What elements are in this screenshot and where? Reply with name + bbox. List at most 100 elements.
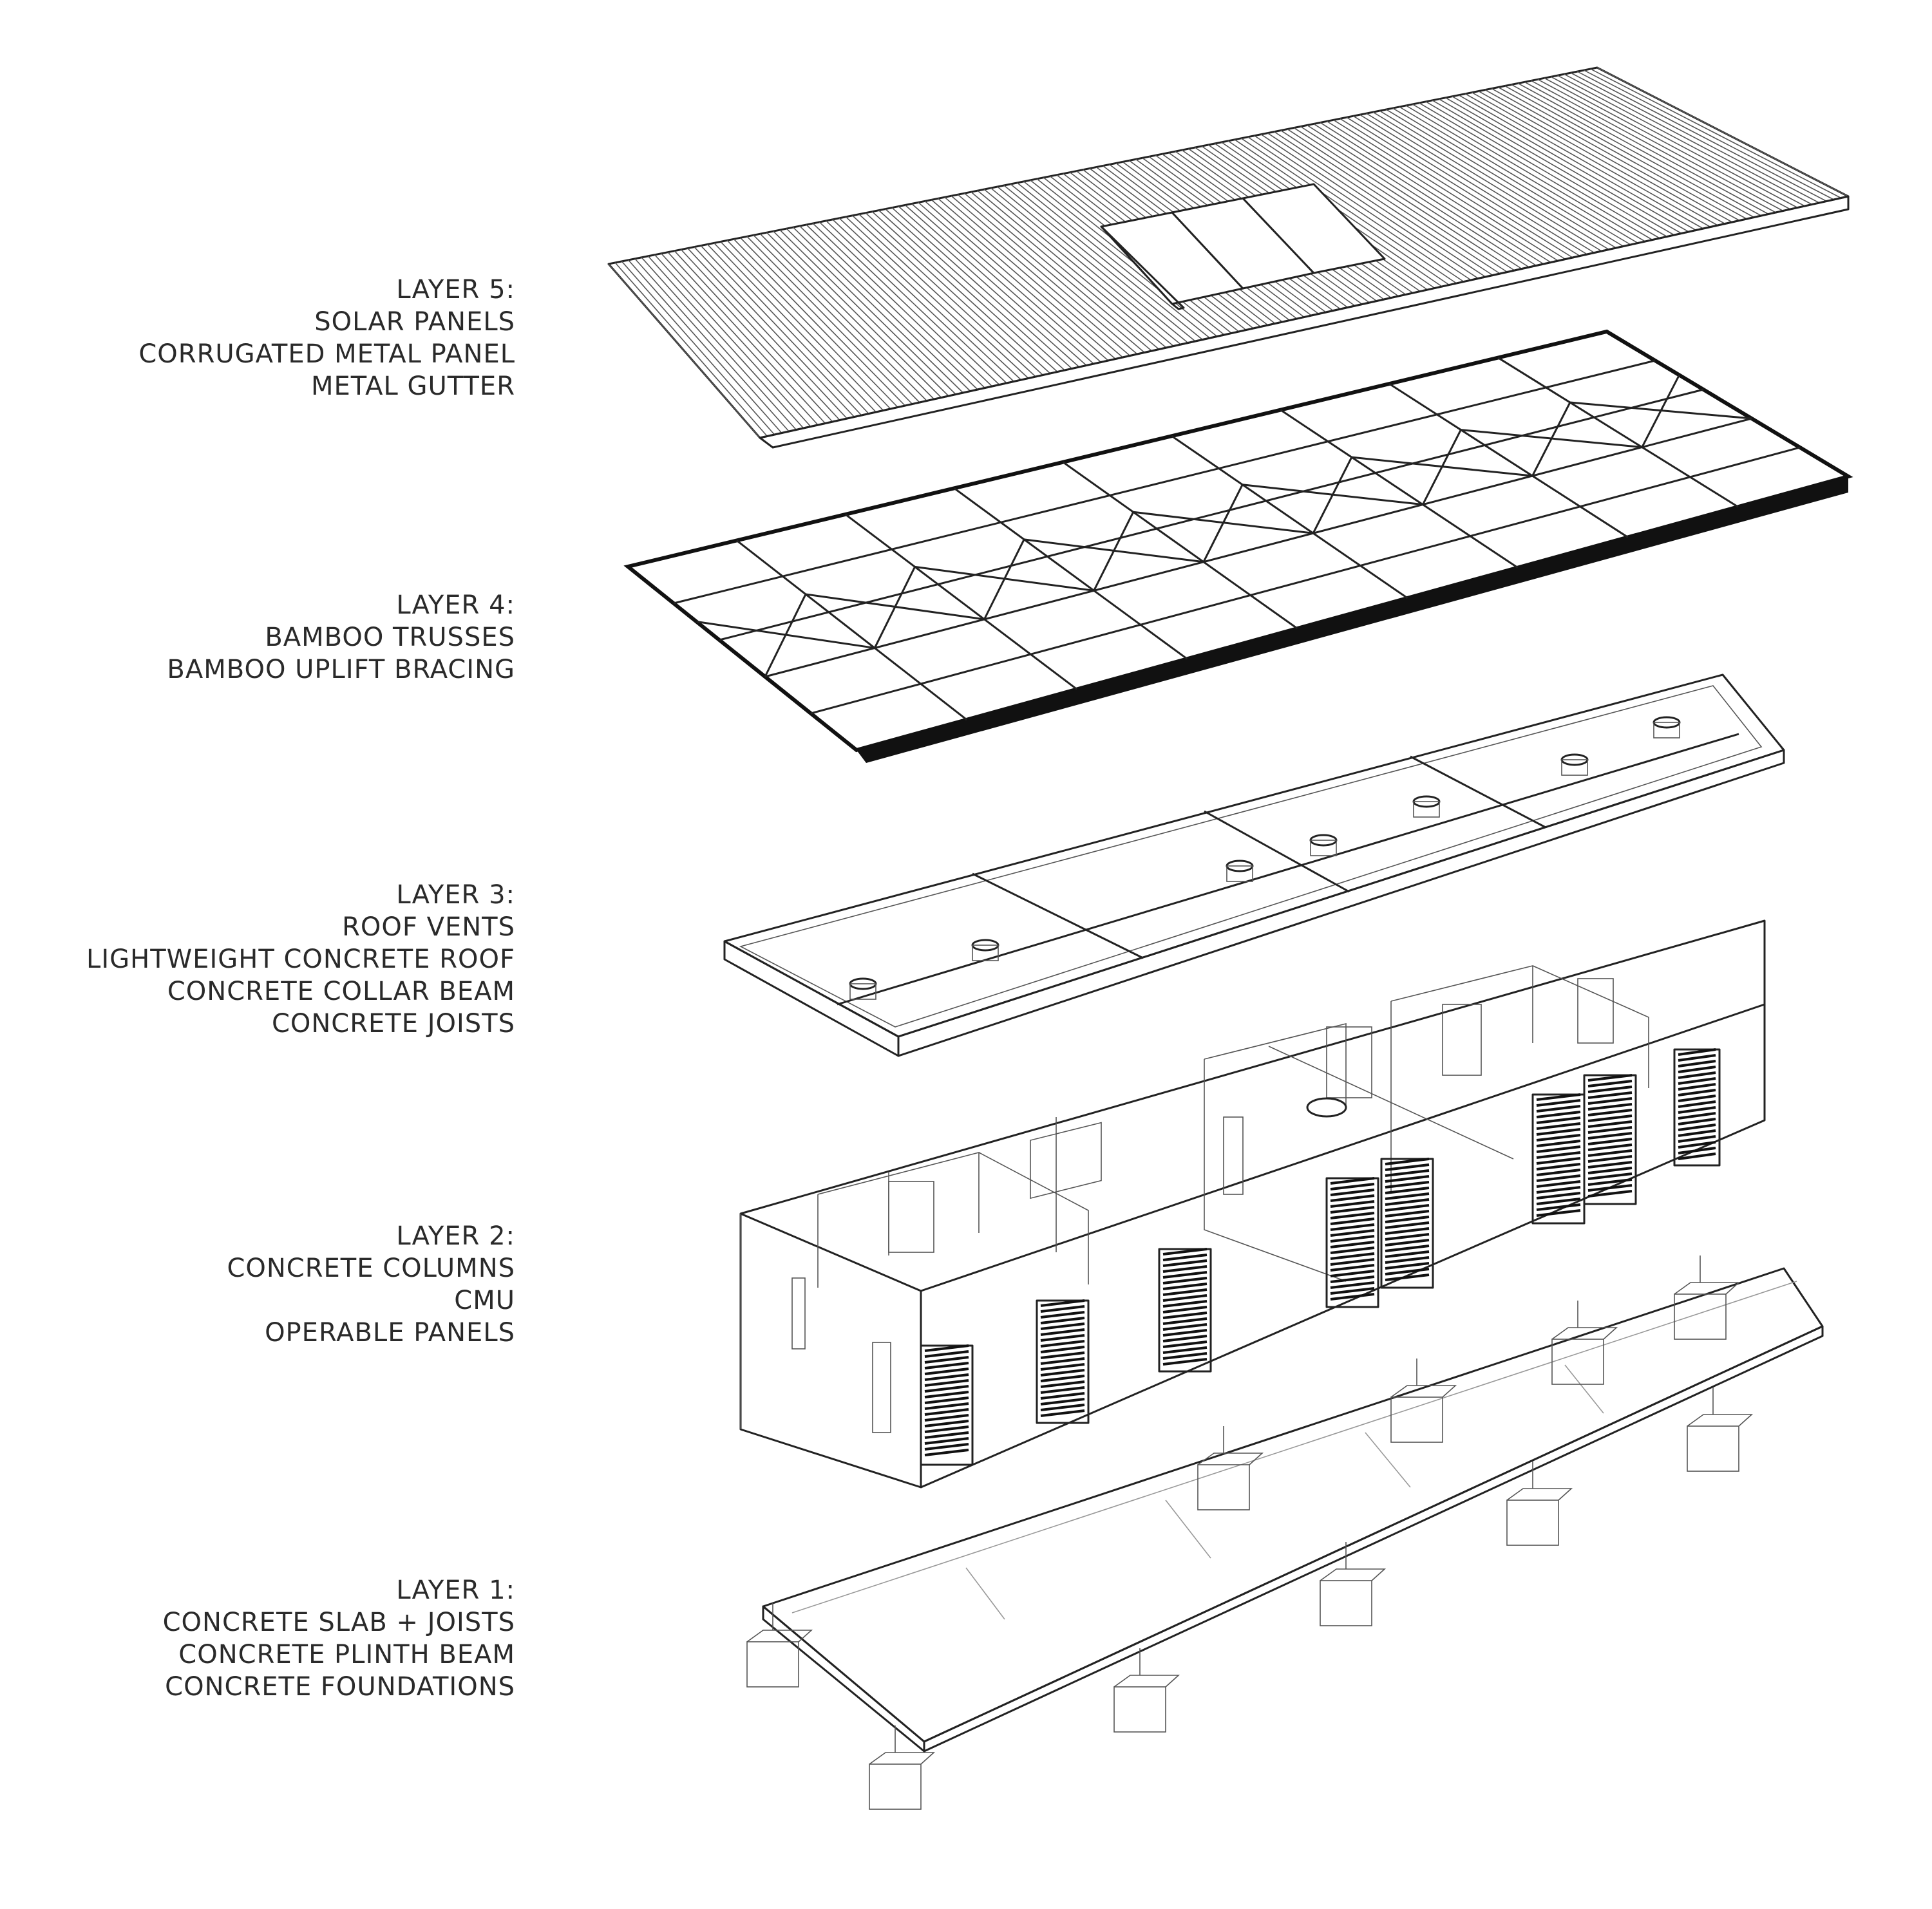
louver-slat	[1162, 1352, 1208, 1360]
corrugation-line	[753, 234, 920, 403]
louver-slat	[1385, 1245, 1430, 1252]
corrugation-line	[1405, 105, 1638, 244]
louver-slat	[1385, 1204, 1430, 1212]
layer-2-label: LAYER 2: CONCRETE COLUMNS CMU OPERABLE P…	[227, 1220, 515, 1349]
corrugation-line	[1274, 131, 1493, 276]
louver-slat	[1385, 1221, 1430, 1229]
louver-slat	[1678, 1129, 1716, 1137]
louver-slat	[1587, 1178, 1633, 1186]
louver-slat	[1385, 1274, 1430, 1281]
concrete-foundations	[746, 1255, 1754, 1810]
concrete-slab-top	[762, 1267, 1824, 1743]
louver-slat	[1040, 1386, 1085, 1394]
louver-slat	[924, 1425, 969, 1433]
corrugation-line	[700, 245, 862, 416]
corrugation-line	[911, 203, 1094, 364]
louver-slat	[1587, 1132, 1633, 1140]
louver-slat	[1587, 1149, 1633, 1157]
louver-slat	[1330, 1281, 1375, 1289]
louver-slat	[1330, 1194, 1375, 1202]
corrugation-line	[931, 199, 1116, 360]
corrugation-line	[647, 256, 804, 429]
corrugation-line	[1464, 93, 1704, 229]
corrugation-line	[706, 243, 869, 415]
corrugation-line	[1010, 183, 1203, 341]
louver-panel	[1583, 1074, 1637, 1205]
corrugation-line	[1484, 89, 1725, 225]
corrugation-line	[1498, 86, 1740, 221]
louver-slat	[1385, 1175, 1430, 1183]
footing-top	[869, 1752, 936, 1765]
layer-1-item-concrete-foundations: CONCRETE FOUNDATIONS	[165, 1672, 515, 1702]
corrugation-line	[1392, 108, 1624, 247]
corrugation-line	[964, 193, 1152, 352]
corrugation-line	[1452, 96, 1689, 232]
louver-slat	[1678, 1100, 1716, 1108]
corrugation-line	[1300, 126, 1522, 270]
corrugation-line	[786, 228, 956, 395]
corrugation-line	[1293, 127, 1515, 271]
louver-slat	[1587, 1155, 1633, 1163]
uplift-brace	[1312, 456, 1353, 534]
louver-slat	[1040, 1299, 1085, 1307]
louver-slat	[1330, 1189, 1375, 1196]
louver-slat	[1536, 1128, 1581, 1136]
corrugation-line	[733, 238, 898, 408]
corrugation-line	[1472, 91, 1711, 228]
corrugation-line	[621, 261, 775, 435]
corrugation-line	[1030, 180, 1225, 335]
corrugation-line	[1458, 95, 1696, 231]
louver-slat	[1678, 1124, 1716, 1131]
louver-slat	[1040, 1409, 1085, 1417]
corrugation-line	[1254, 135, 1472, 281]
louver-slat	[1536, 1169, 1581, 1176]
louver-slat	[924, 1344, 969, 1352]
louver-slat	[1385, 1181, 1430, 1189]
louver-slat	[1040, 1328, 1085, 1336]
louver-slat	[1040, 1375, 1085, 1382]
footing-top	[1320, 1568, 1387, 1581]
corrugation-line	[1537, 79, 1783, 212]
corrugation-line	[1531, 80, 1776, 213]
louver-slat	[1587, 1086, 1633, 1093]
louver-slat	[1587, 1190, 1633, 1198]
corrugation-line	[858, 214, 1036, 377]
louver-slat	[924, 1420, 969, 1427]
louver-slat	[1587, 1074, 1633, 1082]
corrugation-line	[1557, 75, 1805, 207]
louver-slat	[1587, 1143, 1633, 1151]
corrugation-line	[1346, 117, 1573, 258]
louver-slat	[1385, 1250, 1430, 1258]
louver-slat	[1040, 1404, 1085, 1411]
louver-slat	[1536, 1203, 1581, 1211]
louver-slat	[1330, 1264, 1375, 1272]
louver-slat	[924, 1431, 969, 1439]
corrugation-line	[938, 198, 1123, 358]
bamboo-trusses	[673, 357, 1801, 720]
corrugation-line	[1366, 113, 1595, 254]
corrugation-line	[977, 190, 1167, 348]
louver-slat	[1678, 1071, 1716, 1079]
layer-5-roof-drawing	[607, 66, 1850, 449]
corrugation-line	[997, 186, 1189, 344]
corrugation-line	[1333, 119, 1558, 261]
layer-1-slab-drawing	[746, 1255, 1824, 1810]
corrugation-line	[661, 253, 819, 426]
corrugation-line	[1399, 106, 1631, 245]
louver-slat	[1587, 1103, 1633, 1111]
corrugation-line	[1372, 111, 1602, 252]
louver-slat	[924, 1402, 969, 1410]
louver-slat	[1330, 1223, 1375, 1231]
corrugation-line	[628, 259, 782, 434]
corrugation-line	[838, 218, 1014, 382]
concrete-footing	[1674, 1293, 1727, 1340]
louver-panel	[1380, 1158, 1434, 1289]
louver-slat	[1536, 1198, 1581, 1205]
layer-3-item-roof-vents: ROOF VENTS	[342, 912, 515, 942]
vent-body	[1413, 801, 1440, 818]
louver-slat	[1678, 1083, 1716, 1091]
corrugation-line	[1352, 115, 1580, 257]
corrugation-line	[904, 204, 1087, 366]
louver-slat	[1678, 1112, 1716, 1120]
